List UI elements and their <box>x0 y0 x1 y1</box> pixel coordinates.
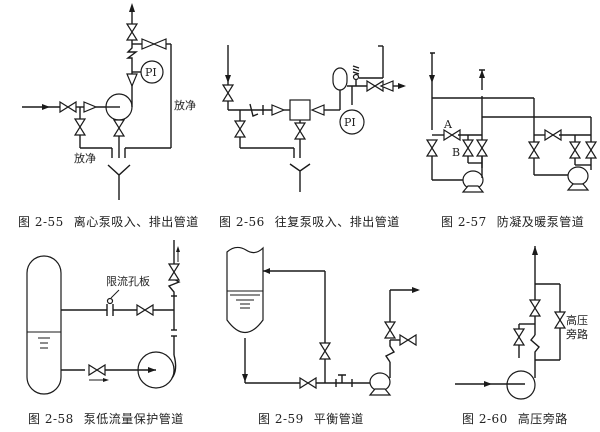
flow-arrow-icon <box>42 104 50 110</box>
flow-arrow-right-icon <box>398 83 406 89</box>
pump-icon <box>506 370 536 400</box>
right-drain-valve-icon <box>528 141 540 159</box>
pressure-indicator-icon <box>140 60 164 84</box>
valve-b-icon <box>462 139 474 157</box>
caption-number: 图 2-58 <box>28 412 74 426</box>
suction-valve-icon <box>299 377 317 389</box>
right-bypass-valve-icon <box>544 129 562 141</box>
discharge-valve-icon <box>529 299 541 317</box>
bypass-label-line2: 旁路 <box>566 328 588 341</box>
bypass-check-icon <box>141 38 155 50</box>
discharge-check-icon <box>311 104 325 116</box>
warmup-valve-icon <box>513 328 525 346</box>
tank-icon <box>226 246 264 334</box>
figure-2-56-reciprocating-pump: PI <box>222 45 406 192</box>
bypass-label: 高压 旁路 <box>566 314 590 342</box>
drain-label-right: 放净 <box>174 99 196 112</box>
discharge-valve-icon <box>476 139 488 157</box>
reciprocating-pump-icon <box>289 99 311 121</box>
caption-title: 平衡管道 <box>313 412 364 426</box>
drain-label-left: 放净 <box>74 152 96 165</box>
check-valve-z-icon <box>125 44 139 62</box>
vent-valve-icon <box>399 334 417 346</box>
caption-2-56: 图 2-56 往复泵吸入、排出管道 <box>219 213 400 230</box>
caption-title: 高压旁路 <box>517 412 568 426</box>
right-valve-b-icon <box>569 141 581 159</box>
pulsation-dampener-icon <box>332 67 348 91</box>
pump-icon <box>369 372 391 392</box>
flow-arrow-up-icon <box>129 3 135 12</box>
drain-funnel-icon <box>107 164 131 200</box>
caption-title: 泵低流量保护管道 <box>83 412 184 426</box>
drain-valve-left-icon <box>74 118 86 136</box>
drain-funnel-icon <box>289 163 311 192</box>
figure-2-60-high-pressure-bypass <box>455 246 566 400</box>
discharge-check-icon <box>126 73 138 87</box>
steam-line <box>430 52 435 130</box>
caption-number: 图 2-57 <box>441 215 487 229</box>
valve-b-label: B <box>452 146 460 159</box>
caption-2-59: 图 2-59 平衡管道 <box>258 410 364 427</box>
left-drain-valve-icon <box>426 139 438 157</box>
bypass-label-line1: 高压 <box>566 314 588 327</box>
pi-label: PI <box>145 66 157 79</box>
figure-2-57-anti-freeze-warmup: A B <box>426 52 597 193</box>
discharge-valve-icon <box>168 263 180 281</box>
pi-label: PI <box>344 116 356 129</box>
figure-2-59-balance-line <box>226 246 420 396</box>
relief-spring-icon <box>352 65 360 75</box>
discharge-gate-valve-icon <box>126 23 138 41</box>
discharge-valve-icon <box>384 321 396 339</box>
caption-title: 防凝及暖泵管道 <box>496 215 585 229</box>
suction-gate-valve-icon <box>222 84 234 102</box>
caption-2-60: 图 2-60 高压旁路 <box>462 410 568 427</box>
caption-2-58: 图 2-58 泵低流量保护管道 <box>28 410 184 427</box>
suction-strainer-icon <box>83 101 97 113</box>
caption-number: 图 2-56 <box>219 215 265 229</box>
valve-a-label: A <box>443 118 453 131</box>
valve-a-icon <box>443 129 461 141</box>
figure-2-58-low-flow-protection <box>26 240 181 395</box>
caption-number: 图 2-59 <box>258 412 304 426</box>
caption-number: 图 2-55 <box>18 215 64 229</box>
suction-gate-valve-icon <box>59 101 77 113</box>
balance-valve-icon <box>319 342 331 360</box>
min-flow-valve-icon <box>136 304 154 316</box>
caption-title: 离心泵吸入、排出管道 <box>73 215 199 229</box>
bypass-check-2-icon <box>153 38 167 50</box>
vessel-icon <box>26 255 62 395</box>
figure-2-55-centrifugal-pump: PI <box>22 3 172 200</box>
suction-check-icon <box>271 104 285 116</box>
caption-title: 往复泵吸入、排出管道 <box>274 215 400 229</box>
caption-2-57: 图 2-57 防凝及暖泵管道 <box>441 213 584 230</box>
bypass-valve-icon <box>554 311 566 329</box>
flow-arrow-down-icon <box>225 75 231 83</box>
pump-drain-valve-icon <box>113 119 125 137</box>
pump-right-icon <box>567 166 589 186</box>
caption-2-55: 图 2-55 离心泵吸入、排出管道 <box>18 213 199 230</box>
caption-number: 图 2-60 <box>462 412 508 426</box>
suction-relief-icon <box>249 103 259 117</box>
drain-valve-icon <box>234 120 246 138</box>
pump-drain-valve-icon <box>294 122 306 140</box>
orifice-label: 限流孔板 <box>106 274 150 288</box>
right-discharge-valve-icon <box>585 141 597 159</box>
suction-valve-icon <box>88 364 106 376</box>
pressure-indicator-icon <box>339 109 365 135</box>
